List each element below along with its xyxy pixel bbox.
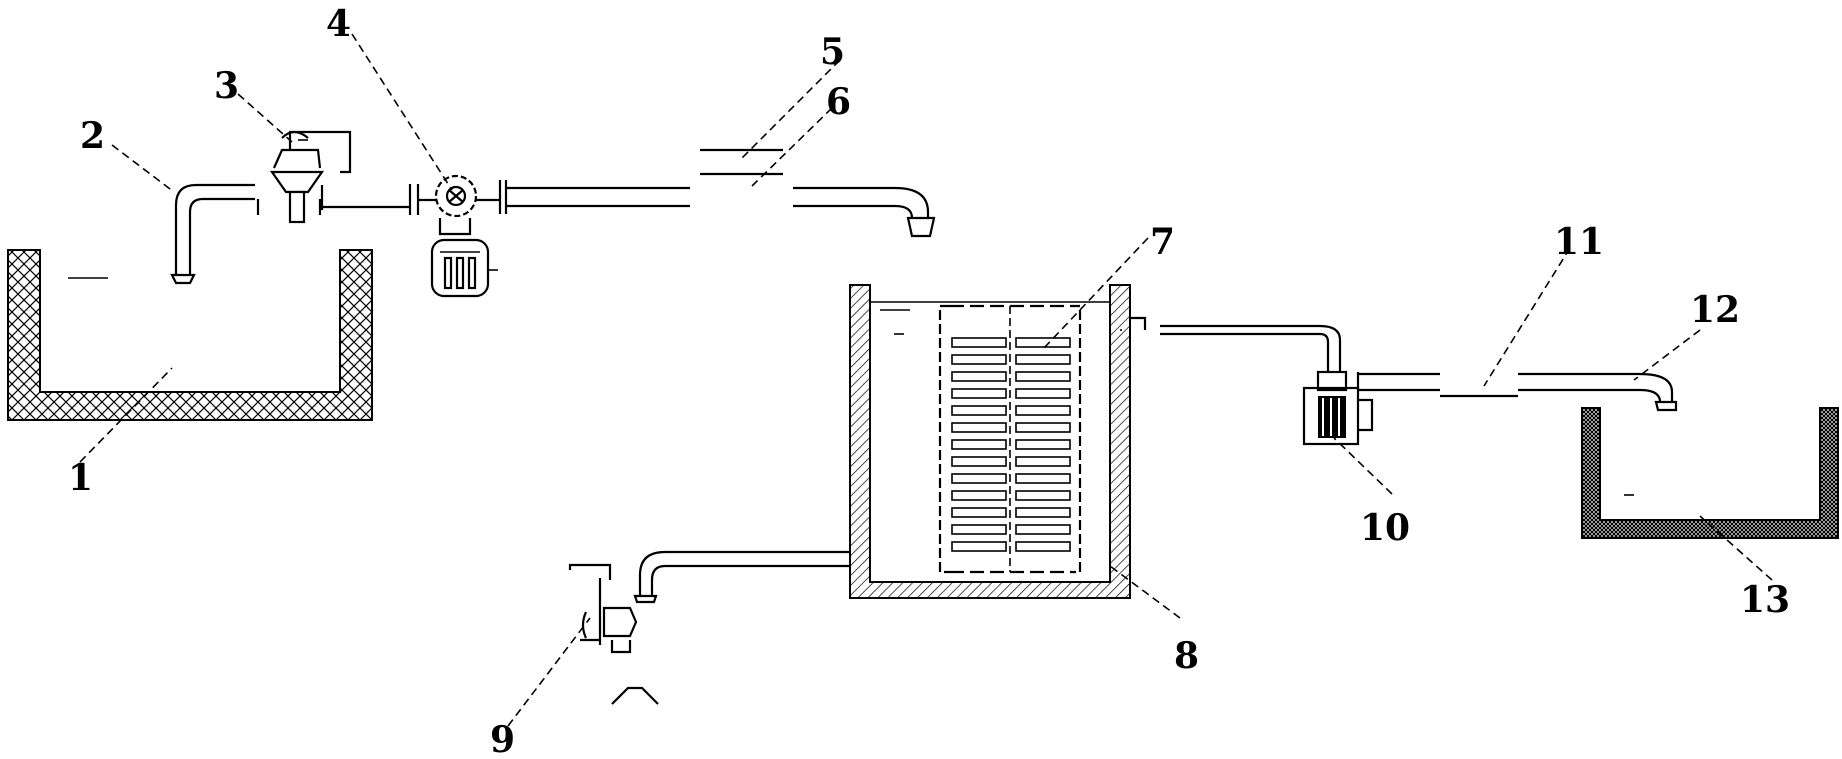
label-8: 8 <box>1174 635 1199 677</box>
pump <box>418 174 508 236</box>
separator-plate <box>951 354 1007 365</box>
label-2: 2 <box>80 115 105 157</box>
separator-plate <box>1015 371 1071 382</box>
drain-pipe <box>633 550 850 604</box>
separator-plate <box>1015 405 1071 416</box>
label-1: 1 <box>68 457 93 499</box>
drain-valve <box>568 563 659 705</box>
label-9: 9 <box>490 719 515 759</box>
label-7: 7 <box>1150 221 1175 263</box>
pump-motor <box>430 238 498 298</box>
separator-plate <box>951 337 1007 348</box>
separator-plate <box>1015 507 1071 518</box>
separator-plate <box>1015 439 1071 450</box>
separator-plate <box>951 473 1007 484</box>
separator-plate <box>951 422 1007 433</box>
separator-module <box>938 304 1082 574</box>
separator-plate <box>951 371 1007 382</box>
separator-plate <box>1015 490 1071 501</box>
separator-plate <box>951 388 1007 399</box>
label-4: 4 <box>326 3 351 45</box>
valve <box>269 130 352 224</box>
separator-plate <box>951 490 1007 501</box>
separator-plate <box>1015 456 1071 467</box>
separator-plate <box>1015 422 1071 433</box>
label-6: 6 <box>826 81 851 123</box>
booster-pump <box>1302 370 1374 446</box>
separator-plate <box>951 541 1007 552</box>
discharge-pipe <box>1358 372 1678 412</box>
separator-plate <box>1015 524 1071 535</box>
separator-plate <box>1015 354 1071 365</box>
outlet-pipe <box>1130 316 1342 372</box>
separator-plate <box>951 456 1007 467</box>
separator-plate <box>951 439 1007 450</box>
label-5: 5 <box>820 31 845 73</box>
separator-plate <box>1015 388 1071 399</box>
leader-lines <box>79 33 1773 727</box>
source-tank <box>7 249 373 421</box>
label-10: 10 <box>1360 507 1410 549</box>
transfer-pipe <box>506 148 936 238</box>
label-13: 13 <box>1740 579 1790 621</box>
label-11: 11 <box>1554 221 1604 263</box>
separator-plate <box>1015 541 1071 552</box>
receiving-tank <box>1581 407 1839 539</box>
pipe-segment <box>320 184 420 215</box>
separator-plate <box>951 507 1007 518</box>
label-12: 12 <box>1690 289 1740 331</box>
separator-plate <box>1015 473 1071 484</box>
separator-plate <box>1015 337 1071 348</box>
separator-plate <box>951 524 1007 535</box>
label-3: 3 <box>214 65 239 107</box>
separator-plate <box>951 405 1007 416</box>
inlet-pipe <box>170 183 322 285</box>
treatment-tank <box>849 284 1131 599</box>
